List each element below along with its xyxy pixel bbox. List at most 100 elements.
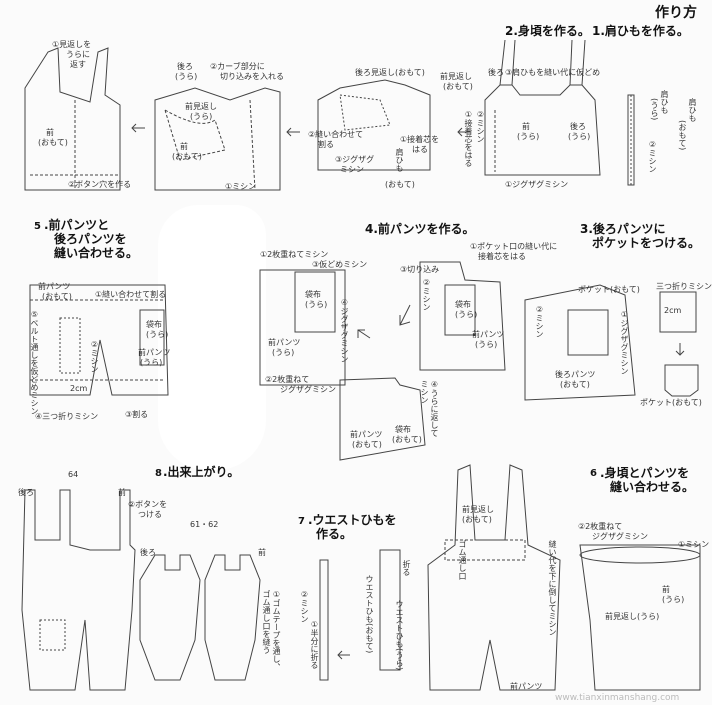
label: 前見返し xyxy=(462,505,494,514)
label: 2cm xyxy=(664,306,682,315)
label: (おもて) xyxy=(38,138,68,147)
label: 前パンツ xyxy=(472,330,505,339)
label: (うら) xyxy=(517,132,540,141)
label: (うら) xyxy=(475,340,498,349)
finished-romper-front xyxy=(204,554,261,681)
label: 肩ひも xyxy=(660,90,669,114)
label: ジグザグミシン xyxy=(280,385,336,394)
bodice-with-facing xyxy=(154,87,281,191)
label: ②ミシン xyxy=(300,590,309,623)
label: ウエストひも(うら) xyxy=(395,600,404,671)
label: ①ポケット口の縫い代に xyxy=(470,242,558,251)
label: (うら) xyxy=(146,330,169,339)
label: ①見返しを xyxy=(52,40,92,49)
label: ジグザグミシン xyxy=(592,532,648,541)
step-7-heading-a: .ウエストひもを xyxy=(308,513,397,527)
label: 袋布 xyxy=(146,320,162,329)
label: (おもて) xyxy=(352,440,382,449)
label: (うら) xyxy=(650,98,659,121)
label: (うら) xyxy=(272,348,295,357)
label: (おもて) xyxy=(462,515,492,524)
label: ①ミシン xyxy=(225,182,257,191)
label: ミシン xyxy=(340,165,364,174)
label: 前見返し xyxy=(440,72,472,81)
label: 肩ひも xyxy=(688,98,697,122)
label: ①縫い合わせて割る xyxy=(95,290,167,299)
label: (うら) xyxy=(140,358,163,367)
label: 後ろ xyxy=(570,122,586,131)
label: ゴム通し口 xyxy=(458,540,467,580)
label: はる xyxy=(412,145,428,154)
label: ①接着芯をはる xyxy=(464,110,473,167)
label: 前パンツ xyxy=(350,430,383,439)
label: 切り込みを入れる xyxy=(220,72,284,81)
label: (おもて) xyxy=(385,180,415,189)
label: 前 xyxy=(258,548,266,557)
label: ミシン xyxy=(420,380,429,404)
step-5-heading-c: 縫い合わせる。 xyxy=(54,246,139,260)
label: 割る xyxy=(318,140,334,149)
label: ④ジグザグミシン xyxy=(340,298,349,363)
label: 後ろ見返し(おもて) xyxy=(355,68,425,77)
label: ②ボタン穴を作る xyxy=(68,180,132,189)
label: つける xyxy=(138,510,162,519)
label: 後ろ xyxy=(18,488,34,497)
label: 前パンツ xyxy=(138,348,171,357)
label: 前 xyxy=(46,128,54,137)
label: 後ろパンツ xyxy=(555,370,596,379)
label: ①ジグザグミシン xyxy=(620,310,629,375)
step-7-number: 7 xyxy=(298,516,305,527)
step-8-heading: .出来上がり。 xyxy=(163,465,240,479)
label: ②ミシン xyxy=(648,140,657,173)
label: (うら) xyxy=(662,595,685,604)
label: (うら) xyxy=(190,112,213,121)
label: 2cm xyxy=(70,384,88,393)
label: (おもて) xyxy=(443,82,473,91)
label: (うら) xyxy=(568,132,591,141)
label: ウエストひも(おもて) xyxy=(365,575,374,654)
label: (うら) xyxy=(305,300,328,309)
back-pants-piece xyxy=(524,284,636,401)
step-6-heading-a: .身頃とパンツを xyxy=(600,466,690,480)
step-3-heading-b: ポケットをつける。 xyxy=(592,236,701,250)
label: (おもて) xyxy=(172,152,202,161)
label: ①2枚重ねてミシン xyxy=(260,250,329,259)
shorts-assembly xyxy=(579,544,701,691)
label: ③仮どめミシン xyxy=(312,260,368,269)
label: 接着芯をはる xyxy=(478,252,526,261)
label: ②ミシン xyxy=(476,110,485,143)
label: 袋布 xyxy=(455,300,471,309)
step-6-number: 6 xyxy=(590,468,597,479)
step-5-heading-a: .前パンツと xyxy=(44,218,110,232)
front-pants-piece-b xyxy=(419,261,506,371)
step-7-heading-b: 作る。 xyxy=(316,527,353,541)
label: ④三つ折りミシン xyxy=(35,412,99,421)
step-8-number: 8 xyxy=(155,468,162,479)
label: (うら) xyxy=(175,72,198,81)
label: 61・62 xyxy=(190,520,219,529)
label: 前パンツ xyxy=(510,682,543,691)
label: ②ミシン xyxy=(422,278,431,311)
label: 前見返し xyxy=(185,102,217,111)
label: ②2枚重ねて xyxy=(265,375,310,384)
waist-tie-b xyxy=(379,549,401,671)
label: ④うらに返して xyxy=(430,380,439,437)
label: ①半分に折る xyxy=(310,620,319,669)
pants-joined xyxy=(29,284,169,396)
label: 前 xyxy=(118,488,126,497)
label: ゴム通し口を縫う xyxy=(262,590,271,654)
bodice-shoulder-seam xyxy=(317,79,431,171)
front-pants-piece-c xyxy=(339,377,426,461)
label: ポケット(おもて) xyxy=(578,285,640,294)
label: ③ジグザグ xyxy=(335,155,375,164)
label: ②カーブ部分に xyxy=(210,62,265,71)
step-5-number: 5 xyxy=(34,221,41,232)
label: 縫い代を下に倒してミシン xyxy=(548,540,557,636)
label: 64 xyxy=(68,470,79,479)
label: (うら) xyxy=(455,310,478,319)
label: ポケット(おもて) xyxy=(640,398,702,407)
label: ③切り込み xyxy=(400,265,440,274)
label: (おもて) xyxy=(392,435,422,444)
